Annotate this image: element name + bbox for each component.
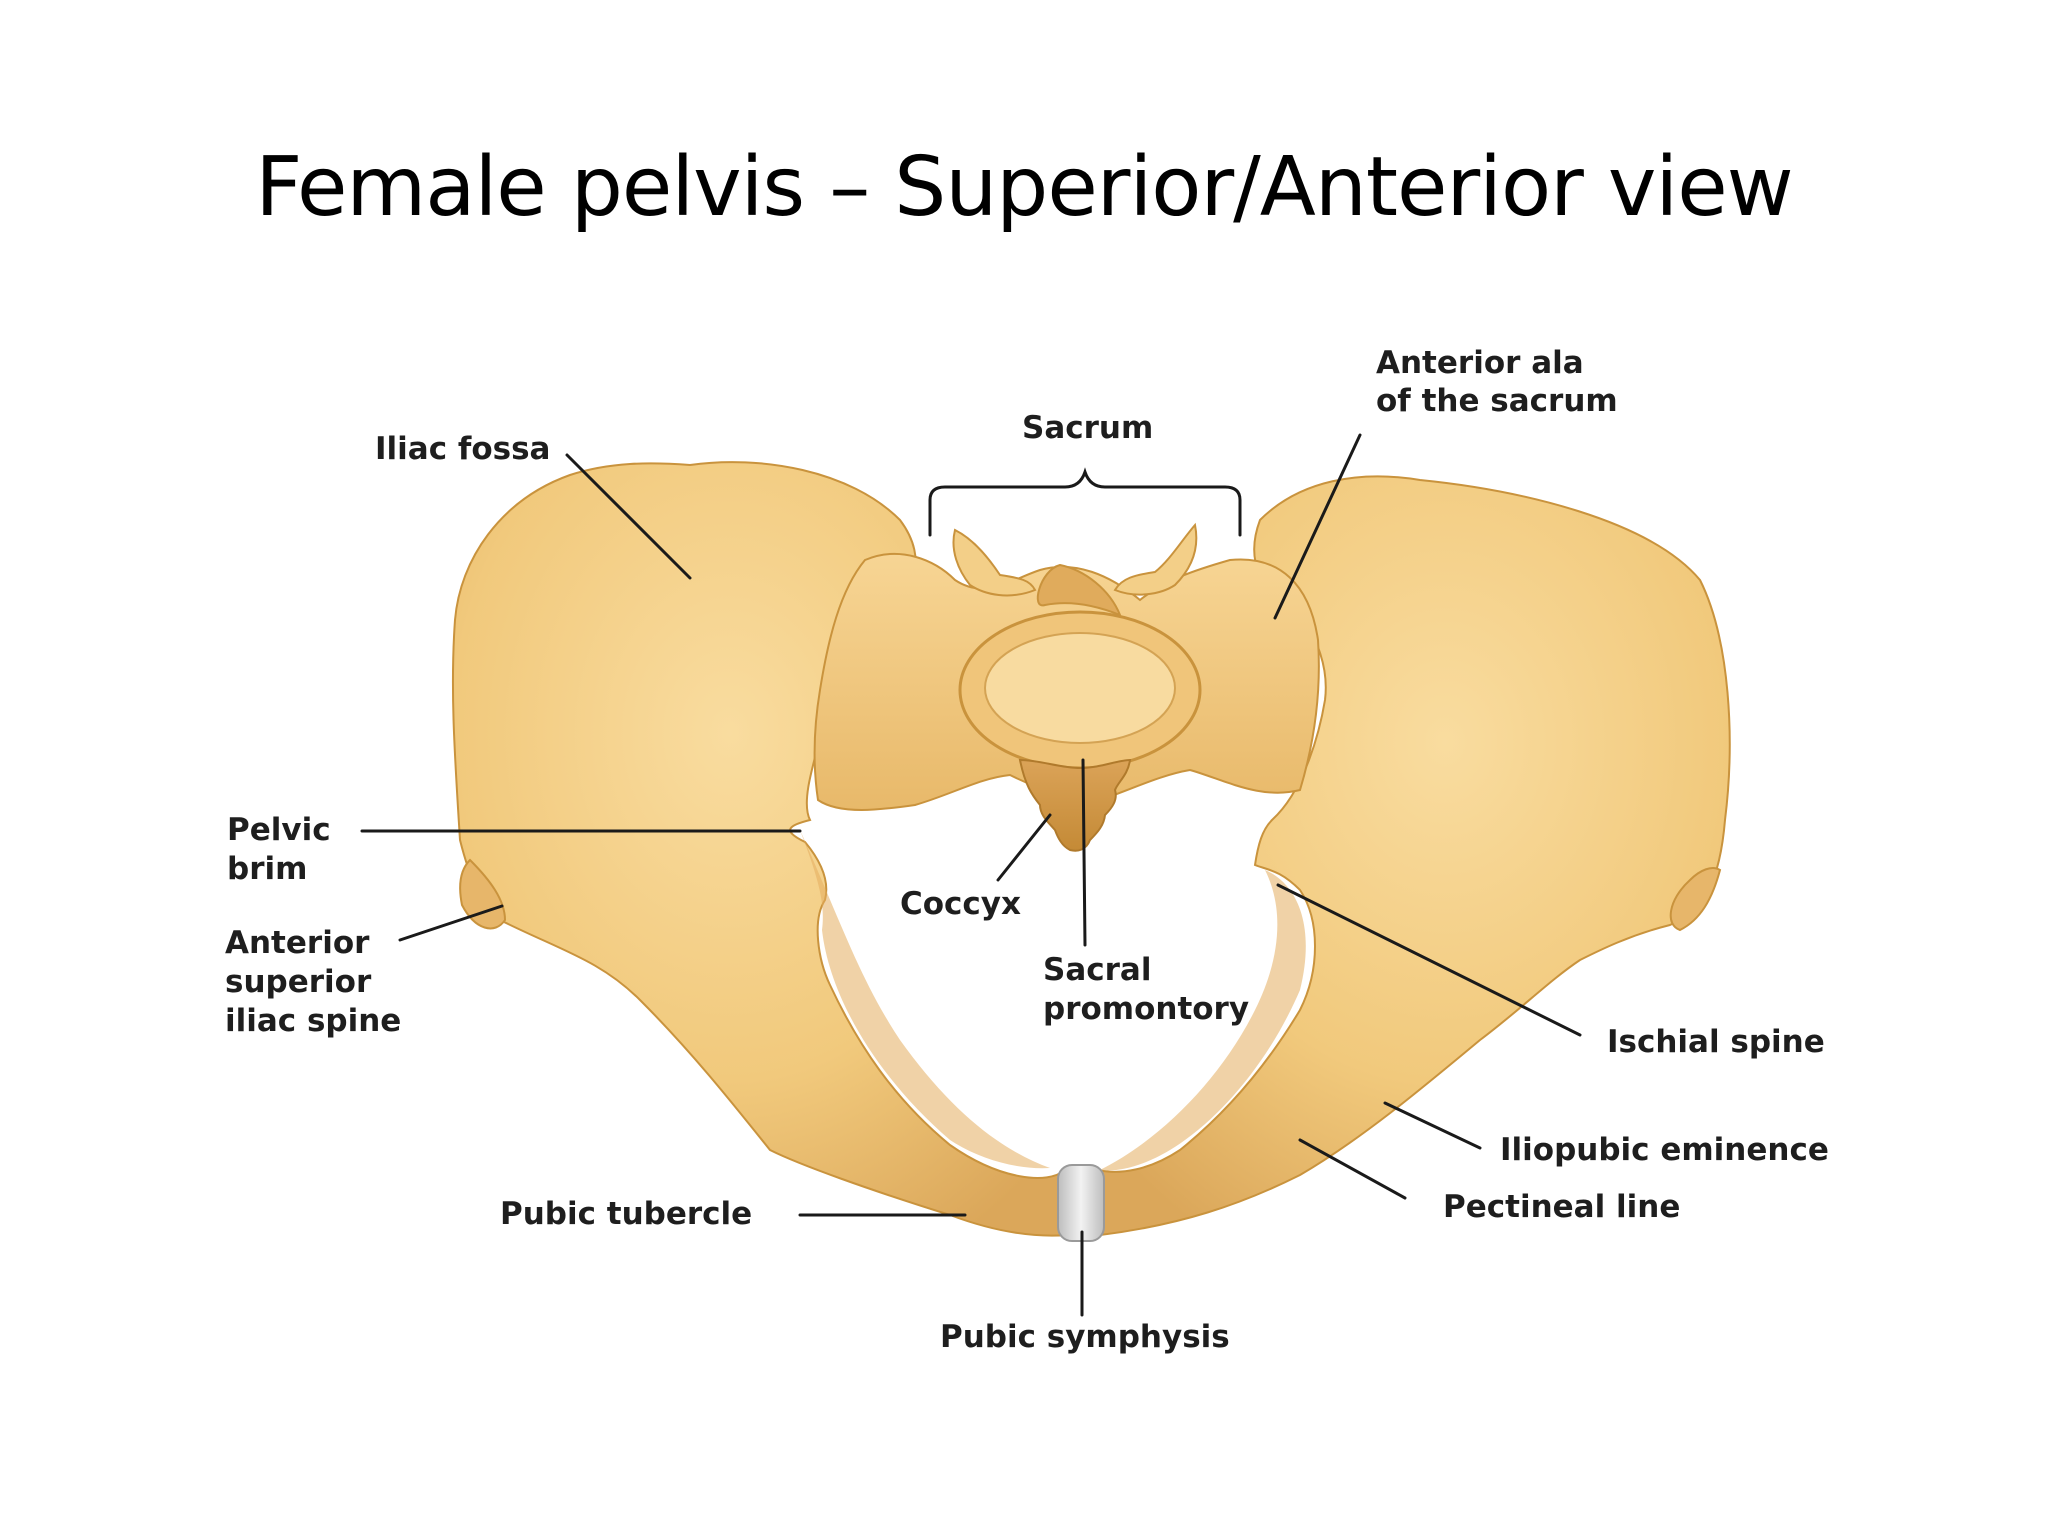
- left-sacral-process: [952, 528, 1037, 597]
- label-coccyx: Coccyx: [900, 886, 1021, 922]
- label-ischial-spine: Ischial spine: [1607, 1024, 1825, 1060]
- right-asis: [1669, 867, 1722, 932]
- label-asis-line1: Anterior: [225, 925, 370, 961]
- label-anterior-ala-line1: Anterior ala: [1376, 345, 1584, 381]
- leader-pectineal-line: [1298, 1138, 1407, 1200]
- leader-iliopubic-eminence: [1383, 1101, 1482, 1150]
- label-sacral-promontory-line2: promontory: [1043, 991, 1249, 1027]
- label-asis-line2: superior: [225, 964, 372, 1000]
- label-iliopubic-eminence: Iliopubic eminence: [1500, 1132, 1829, 1168]
- label-iliac-fossa: Iliac fossa: [375, 431, 550, 467]
- left-pelvic-brim-shade: [800, 830, 1050, 1169]
- leader-ischial-spine: [1276, 883, 1582, 1037]
- label-pubic-symphysis: Pubic symphysis: [940, 1319, 1230, 1355]
- coccyx-shape: [1018, 758, 1132, 852]
- label-pubic-tubercle: Pubic tubercle: [500, 1196, 752, 1232]
- leader-anterior-ala: [1273, 433, 1362, 620]
- label-pelvic-brim-line2: brim: [227, 851, 307, 887]
- leader-sacrum-bracket: [928, 467, 1242, 537]
- right-sacral-process: [1113, 522, 1198, 596]
- right-hip-bone: [1096, 475, 1731, 1237]
- right-pelvic-brim-shade: [1100, 870, 1306, 1171]
- sacral-canal: [1036, 563, 1122, 617]
- pubic-symphysis-shape: [1057, 1164, 1105, 1242]
- s1-body-inner: [984, 632, 1176, 744]
- left-asis: [459, 858, 507, 930]
- label-pectineal-line: Pectineal line: [1443, 1189, 1680, 1225]
- label-asis-line3: iliac spine: [225, 1003, 401, 1039]
- label-sacrum: Sacrum: [1022, 410, 1153, 446]
- label-anterior-ala-line2: of the sacrum: [1376, 383, 1618, 419]
- slide-title: Female pelvis – Superior/Anterior view: [255, 140, 1793, 235]
- leader-coccyx: [996, 813, 1052, 882]
- leader-asis: [398, 904, 504, 942]
- leader-sacral-promontory: [1081, 758, 1087, 947]
- label-pelvic-brim-line1: Pelvic: [227, 812, 331, 848]
- leader-iliac-fossa: [565, 453, 692, 580]
- label-sacral-promontory-line1: Sacral: [1043, 952, 1151, 988]
